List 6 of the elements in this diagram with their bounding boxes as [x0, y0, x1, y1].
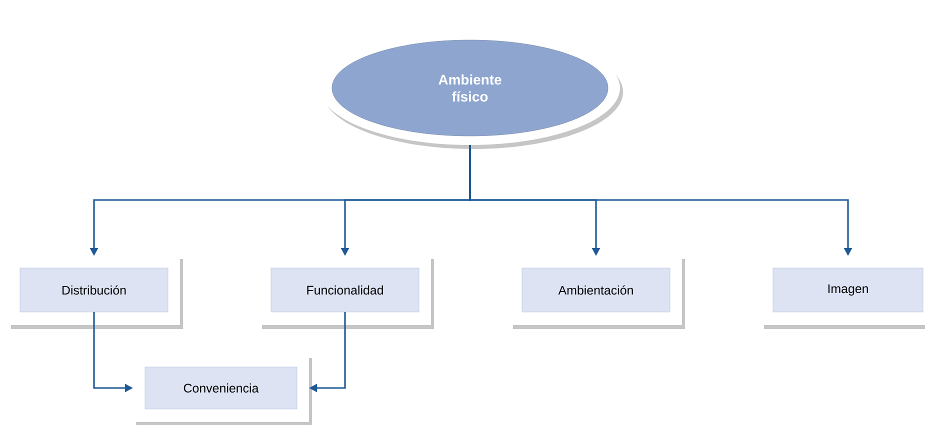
process-box: Imagen	[761, 255, 925, 329]
process-box: Distribución	[8, 255, 183, 329]
process-box: Conveniencia	[133, 354, 312, 425]
ellipse-node: Ambiente físico	[320, 31, 623, 149]
process-box: Funcionalidad	[259, 255, 434, 329]
process-box: Ambientación	[510, 255, 685, 329]
